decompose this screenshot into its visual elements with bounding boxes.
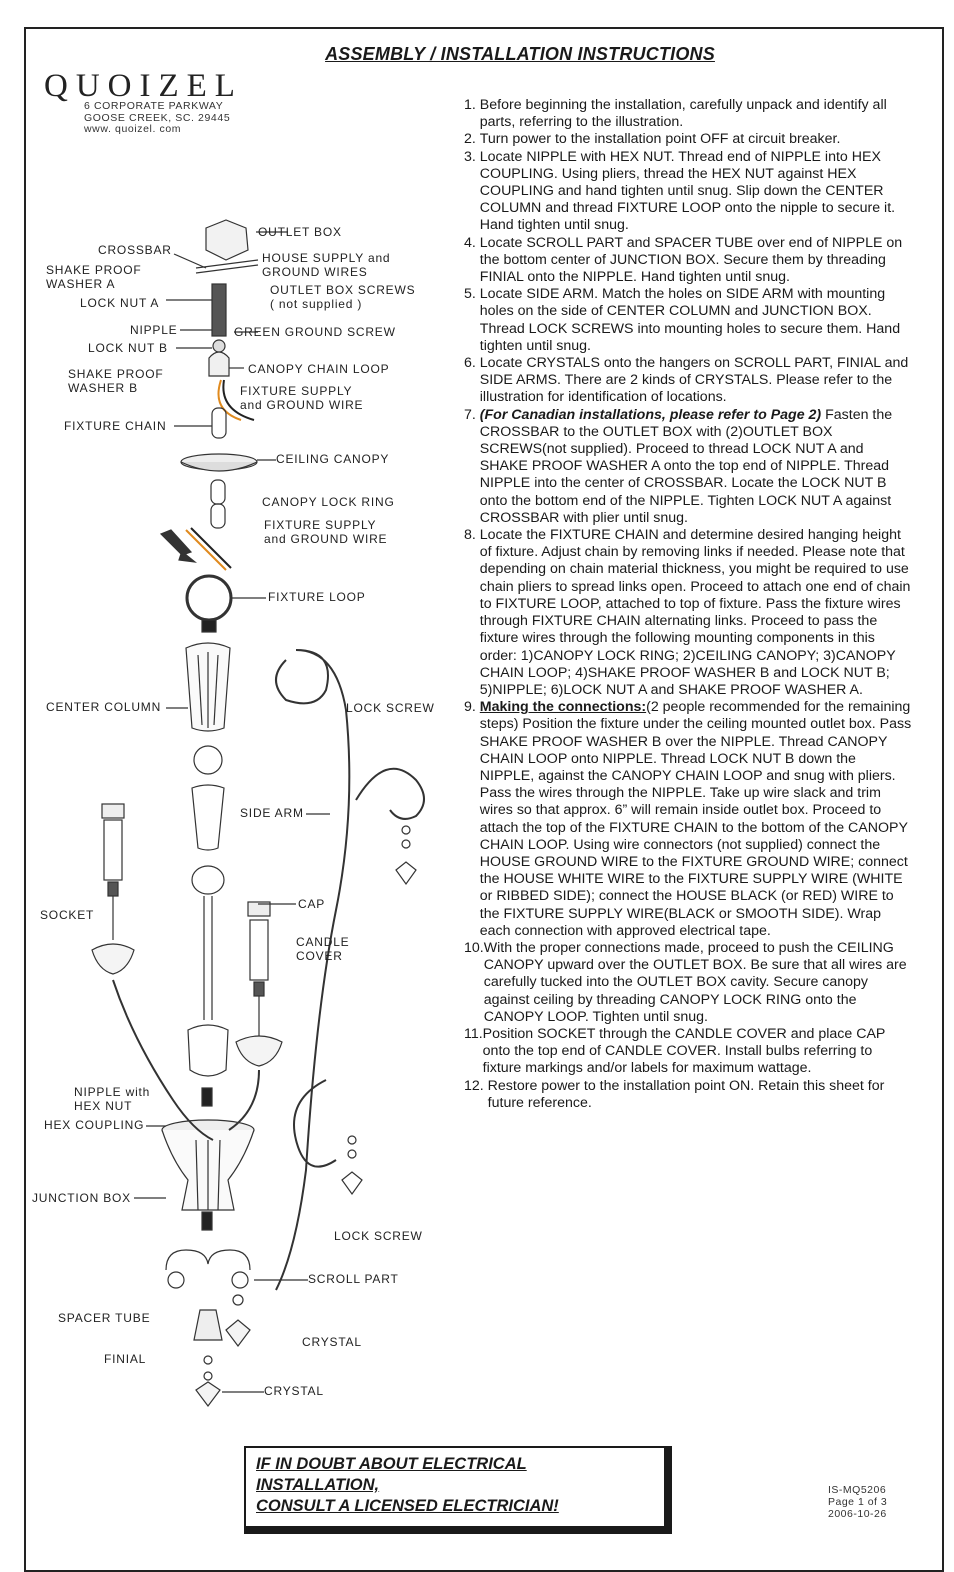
label-shake-proof-washer-a: SHAKE PROOF WASHER A: [46, 263, 142, 291]
step-text: With the proper connections made, procee…: [483, 939, 907, 1025]
label-center-column: CENTER COLUMN: [46, 700, 162, 714]
step-text: Locate NIPPLE with HEX NUT. Thread end o…: [479, 148, 896, 234]
instruction-step: 2. Turn power to the installation point …: [464, 131, 914, 148]
step-text: Locate CRYSTALS onto the hangers on SCRO…: [479, 355, 909, 406]
label-fixture-supply-wire-2: FIXTURE SUPPLY and GROUND WIRE: [264, 518, 388, 546]
label-lock-nut-a: LOCK NUT A: [80, 296, 160, 310]
label-fixture-loop: FIXTURE LOOP: [268, 590, 366, 604]
instruction-step: 10.With the proper connections made, pro…: [464, 940, 914, 1026]
instruction-step: 7. (For Canadian installations, please r…: [464, 407, 914, 527]
warning-line: CONSULT A LICENSED ELECTRICIAN!: [256, 1497, 559, 1515]
step-text: Before beginning the installation, caref…: [479, 97, 887, 131]
page-number: Page 1 of 3: [828, 1496, 888, 1508]
label-candle-cover: CANDLE COVER: [296, 935, 350, 963]
step-number: 4.: [464, 234, 480, 251]
label-green-ground-screw: GREEN GROUND SCREW: [234, 325, 396, 339]
warning-line: IF IN DOUBT ABOUT ELECTRICAL INSTALLATIO…: [256, 1455, 527, 1494]
connections-heading: Making the connections:: [479, 699, 647, 716]
company-address: 6 CORPORATE PARKWAY GOOSE CREEK, SC. 294…: [84, 100, 231, 136]
instruction-step: 6. Locate CRYSTALS onto the hangers on S…: [464, 355, 914, 407]
brand-logo: QUOIZEL: [44, 68, 243, 104]
address-line: GOOSE CREEK, SC. 29445: [84, 111, 231, 124]
step-number: 5.: [464, 286, 480, 303]
address-line: 6 CORPORATE PARKWAY: [84, 100, 224, 112]
label-socket: SOCKET: [40, 908, 95, 922]
step-text: Turn power to the installation point OFF…: [479, 131, 841, 148]
step-number: 8.: [464, 527, 480, 544]
instruction-step: 3. Locate NIPPLE with HEX NUT. Thread en…: [464, 149, 914, 235]
label-ceiling-canopy: CEILING CANOPY: [276, 452, 390, 466]
instruction-step: 1. Before beginning the installation, ca…: [464, 97, 914, 131]
electrical-warning-box: IF IN DOUBT ABOUT ELECTRICAL INSTALLATIO…: [244, 1446, 672, 1534]
instruction-step: 12. Restore power to the installation po…: [464, 1078, 914, 1112]
document-info: IS-MQ5206 Page 1 of 3 2006-10-26: [828, 1484, 887, 1520]
step-number: 11.: [464, 1025, 483, 1042]
label-hex-coupling: HEX COUPLING: [44, 1118, 145, 1132]
label-nipple-with-hex-nut: NIPPLE with HEX NUT: [74, 1085, 151, 1113]
label-shake-proof-washer-b: SHAKE PROOF WASHER B: [68, 367, 164, 395]
step-text: Locate SCROLL PART and SPACER TUBE over …: [479, 234, 903, 286]
label-outlet-box: OUTLET BOX: [258, 225, 342, 239]
label-side-arm: SIDE ARM: [240, 806, 304, 820]
step-number: 1.: [464, 97, 480, 113]
step-number: 7.: [464, 406, 480, 423]
label-fixture-chain: FIXTURE CHAIN: [64, 419, 167, 433]
page-title: ASSEMBLY / INSTALLATION INSTRUCTIONS: [325, 44, 715, 64]
step-number: 12.: [464, 1077, 488, 1094]
step-number: 6.: [464, 355, 480, 372]
fixture-exploded-diagram: OUTLET BOX CROSSBAR HOUSE SUPPLY and GRO…: [26, 180, 466, 1420]
page-border: [24, 27, 944, 1572]
step-number: 2.: [464, 131, 480, 148]
instruction-step: 11.Position SOCKET through the CANDLE CO…: [464, 1026, 914, 1078]
label-crystal-upper: CRYSTAL: [302, 1335, 362, 1349]
website-line: www. quoizel. com: [84, 123, 182, 135]
warning-text: IF IN DOUBT ABOUT ELECTRICAL INSTALLATIO…: [244, 1446, 666, 1528]
label-crossbar: CROSSBAR: [98, 243, 172, 257]
instruction-step: 5. Locate SIDE ARM. Match the holes on S…: [464, 286, 914, 355]
label-finial: FINIAL: [104, 1352, 147, 1366]
instruction-list: 1. Before beginning the installation, ca…: [464, 97, 914, 1112]
step-text: Restore power to the installation point …: [487, 1077, 885, 1111]
step-number: 10.: [464, 939, 484, 956]
instruction-step: 8. Locate the FIXTURE CHAIN and determin…: [464, 527, 914, 699]
label-nipple: NIPPLE: [130, 323, 178, 337]
document-date: 2006-10-26: [828, 1508, 887, 1520]
label-lock-screw-lower: LOCK SCREW: [334, 1229, 423, 1243]
step-text: Making the connections:(2 people recomme…: [480, 699, 914, 940]
label-outlet-box-screws: OUTLET BOX SCREWS ( not supplied ): [270, 283, 416, 311]
fixture-illustration: [91, 219, 425, 1407]
label-canopy-chain-loop: CANOPY CHAIN LOOP: [248, 362, 390, 376]
instruction-step: 9. Making the connections:(2 people reco…: [464, 699, 914, 940]
label-house-supply: HOUSE SUPPLY and GROUND WIRES: [262, 251, 391, 279]
label-canopy-lock-ring: CANOPY LOCK RING: [262, 495, 395, 509]
document-code: IS-MQ5206: [828, 1484, 887, 1496]
step-text: (For Canadian installations, please refe…: [480, 407, 914, 527]
label-fixture-supply-wire: FIXTURE SUPPLY and GROUND WIRE: [240, 384, 364, 412]
step-number: 9.: [464, 699, 480, 716]
step-body: (2 people recommended for the remaining …: [479, 699, 912, 939]
instruction-step: 4. Locate SCROLL PART and SPACER TUBE ov…: [464, 235, 914, 287]
label-spacer-tube: SPACER TUBE: [58, 1311, 151, 1325]
canadian-note: (For Canadian installations, please refe…: [479, 406, 822, 423]
step-text: Locate the FIXTURE CHAIN and determine d…: [479, 527, 911, 698]
step-text: Position SOCKET through the CANDLE COVER…: [482, 1025, 886, 1077]
step-body: Fasten the CROSSBAR to the OUTLET BOX wi…: [479, 406, 893, 526]
label-lock-nut-b: LOCK NUT B: [88, 341, 168, 355]
step-text: Locate SIDE ARM. Match the holes on SIDE…: [479, 286, 901, 354]
label-cap: CAP: [298, 897, 326, 911]
label-lock-screw-upper: LOCK SCREW: [346, 701, 435, 715]
step-number: 3.: [464, 148, 480, 165]
label-junction-box: JUNCTION BOX: [32, 1191, 131, 1205]
label-crystal-lower: CRYSTAL: [264, 1384, 324, 1398]
label-scroll-part: SCROLL PART: [308, 1272, 399, 1286]
